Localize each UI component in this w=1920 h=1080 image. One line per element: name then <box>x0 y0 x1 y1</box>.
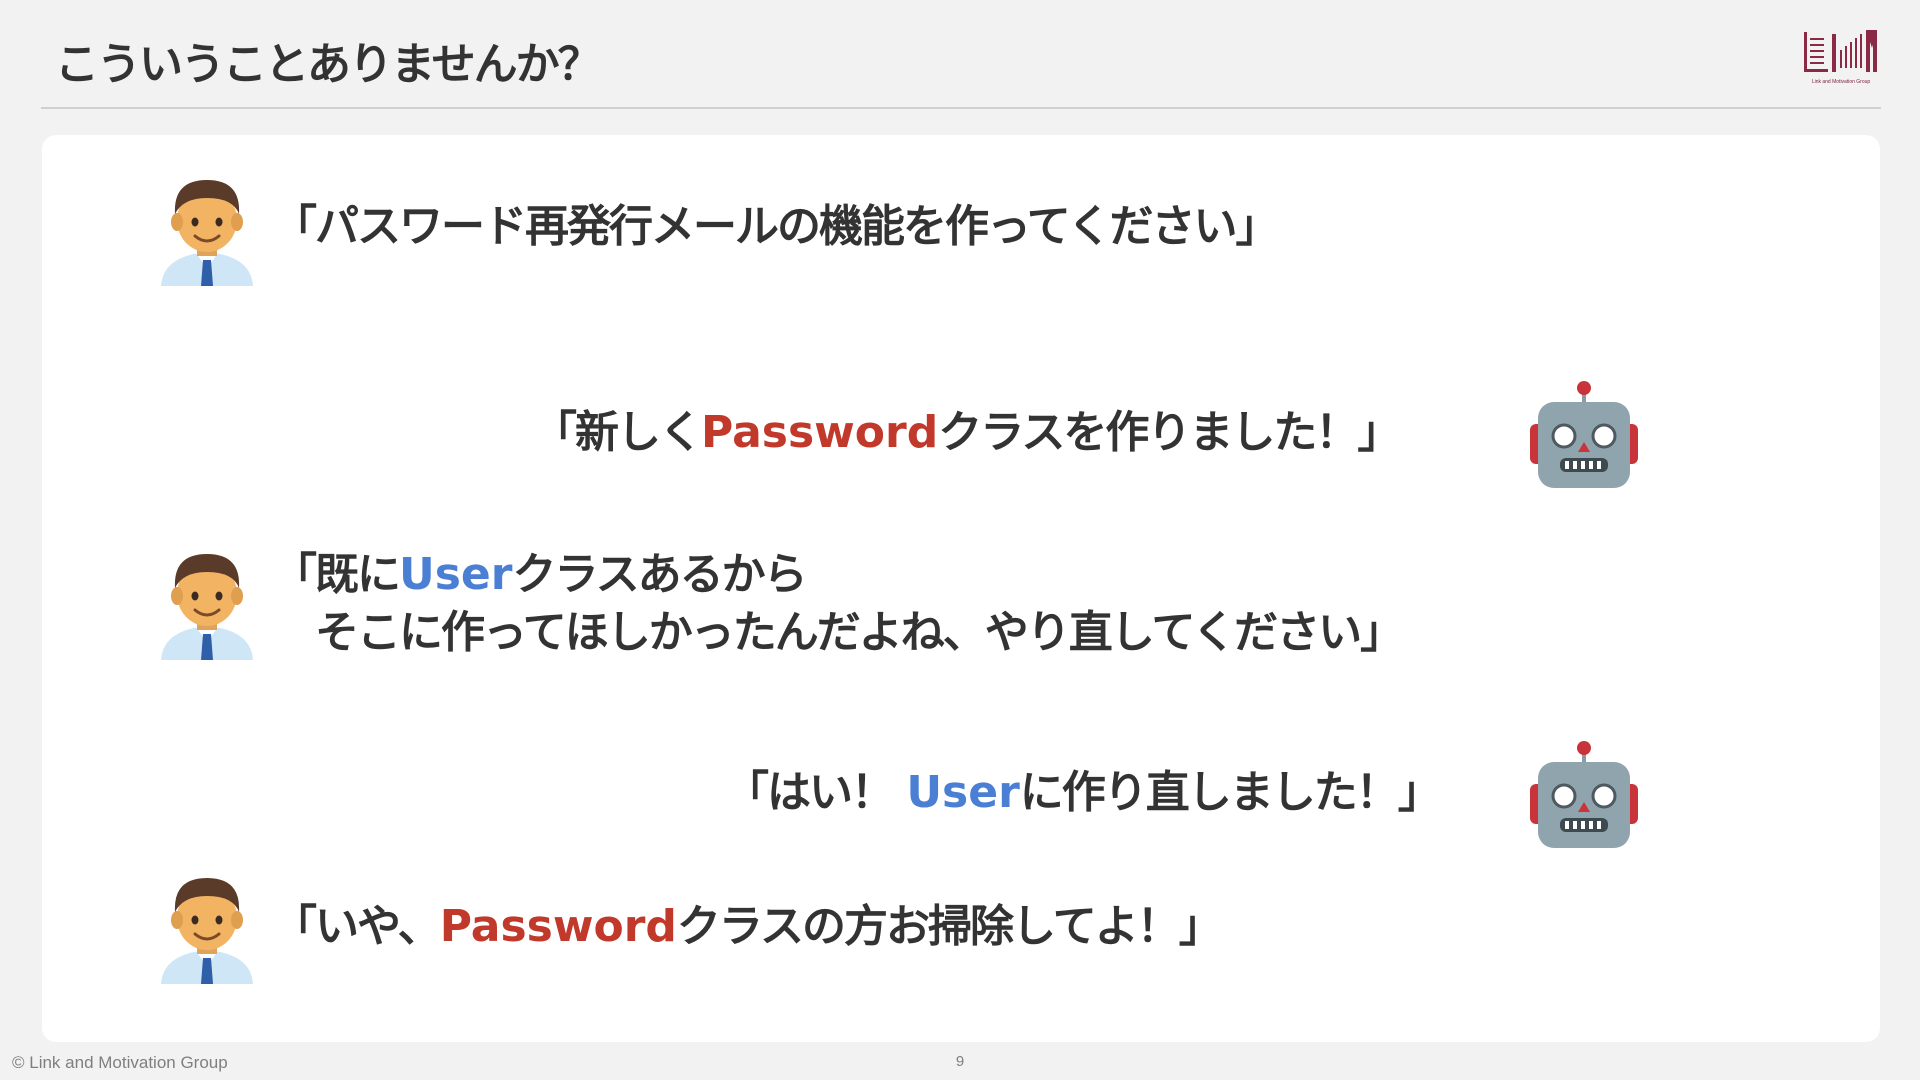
dialogue-text-pre: 「いや、 <box>273 901 442 952</box>
dialogue-robot-line-2: 「はい！ Userに作り直しました！」 <box>725 764 1442 822</box>
dialogue-person-line-3: 「いや、Passwordクラスの方お掃除してよ！」 <box>273 898 1223 956</box>
dialogue-person-line-1: 「パスワード再発行メールの機能を作ってください」 <box>273 198 1279 256</box>
dialogue-text-post: クラスあるから <box>512 549 807 600</box>
robot-icon <box>1530 381 1638 488</box>
title-divider <box>41 107 1881 109</box>
dialogue-text-pre: 「新しく <box>533 407 703 458</box>
keyword-password: Password <box>439 901 677 952</box>
dialogue-text-post: クラスの方お掃除してよ！」 <box>676 901 1223 952</box>
keyword-password: Password <box>701 407 939 458</box>
dialogue-line-a: 「既にUserクラスあるから <box>273 546 1402 604</box>
dialogue-text-pre: 「はい！ <box>725 767 907 818</box>
dialogue-line-b: そこに作ってほしかったんだよね、やり直してください」 <box>273 604 1404 662</box>
keyword-user: User <box>906 767 1020 818</box>
logo-caption: Link and Motivation Group <box>1811 79 1871 85</box>
man-office-worker-icon <box>161 878 253 984</box>
dialogue-text-line2: そこに作ってほしかったんだよね、やり直してください」 <box>315 607 1404 658</box>
page-number: 9 <box>955 1053 965 1070</box>
dialogue-text-post: に作り直しました！」 <box>1019 767 1442 818</box>
content-card <box>42 135 1880 1042</box>
company-logo: Link and Motivation Group <box>1800 26 1882 88</box>
man-office-worker-icon <box>161 180 253 286</box>
robot-icon <box>1530 741 1638 848</box>
dialogue-person-line-2: 「既にUserクラスあるから そこに作ってほしかったんだよね、やり直してください… <box>273 546 1404 662</box>
keyword-user: User <box>399 549 513 600</box>
footer-copyright: © Link and Motivation Group <box>12 1053 228 1072</box>
dialogue-text: 「パスワード再発行メールの機能を作ってください」 <box>273 201 1279 252</box>
page-title: こういうことありませんか？ <box>55 39 602 90</box>
dialogue-robot-line-1: 「新しくPasswordクラスを作りました！」 <box>533 404 1401 462</box>
man-office-worker-icon <box>161 554 253 660</box>
dialogue-text-post: クラスを作りました！」 <box>938 407 1401 458</box>
dialogue-text-pre: 「既に <box>273 549 401 600</box>
